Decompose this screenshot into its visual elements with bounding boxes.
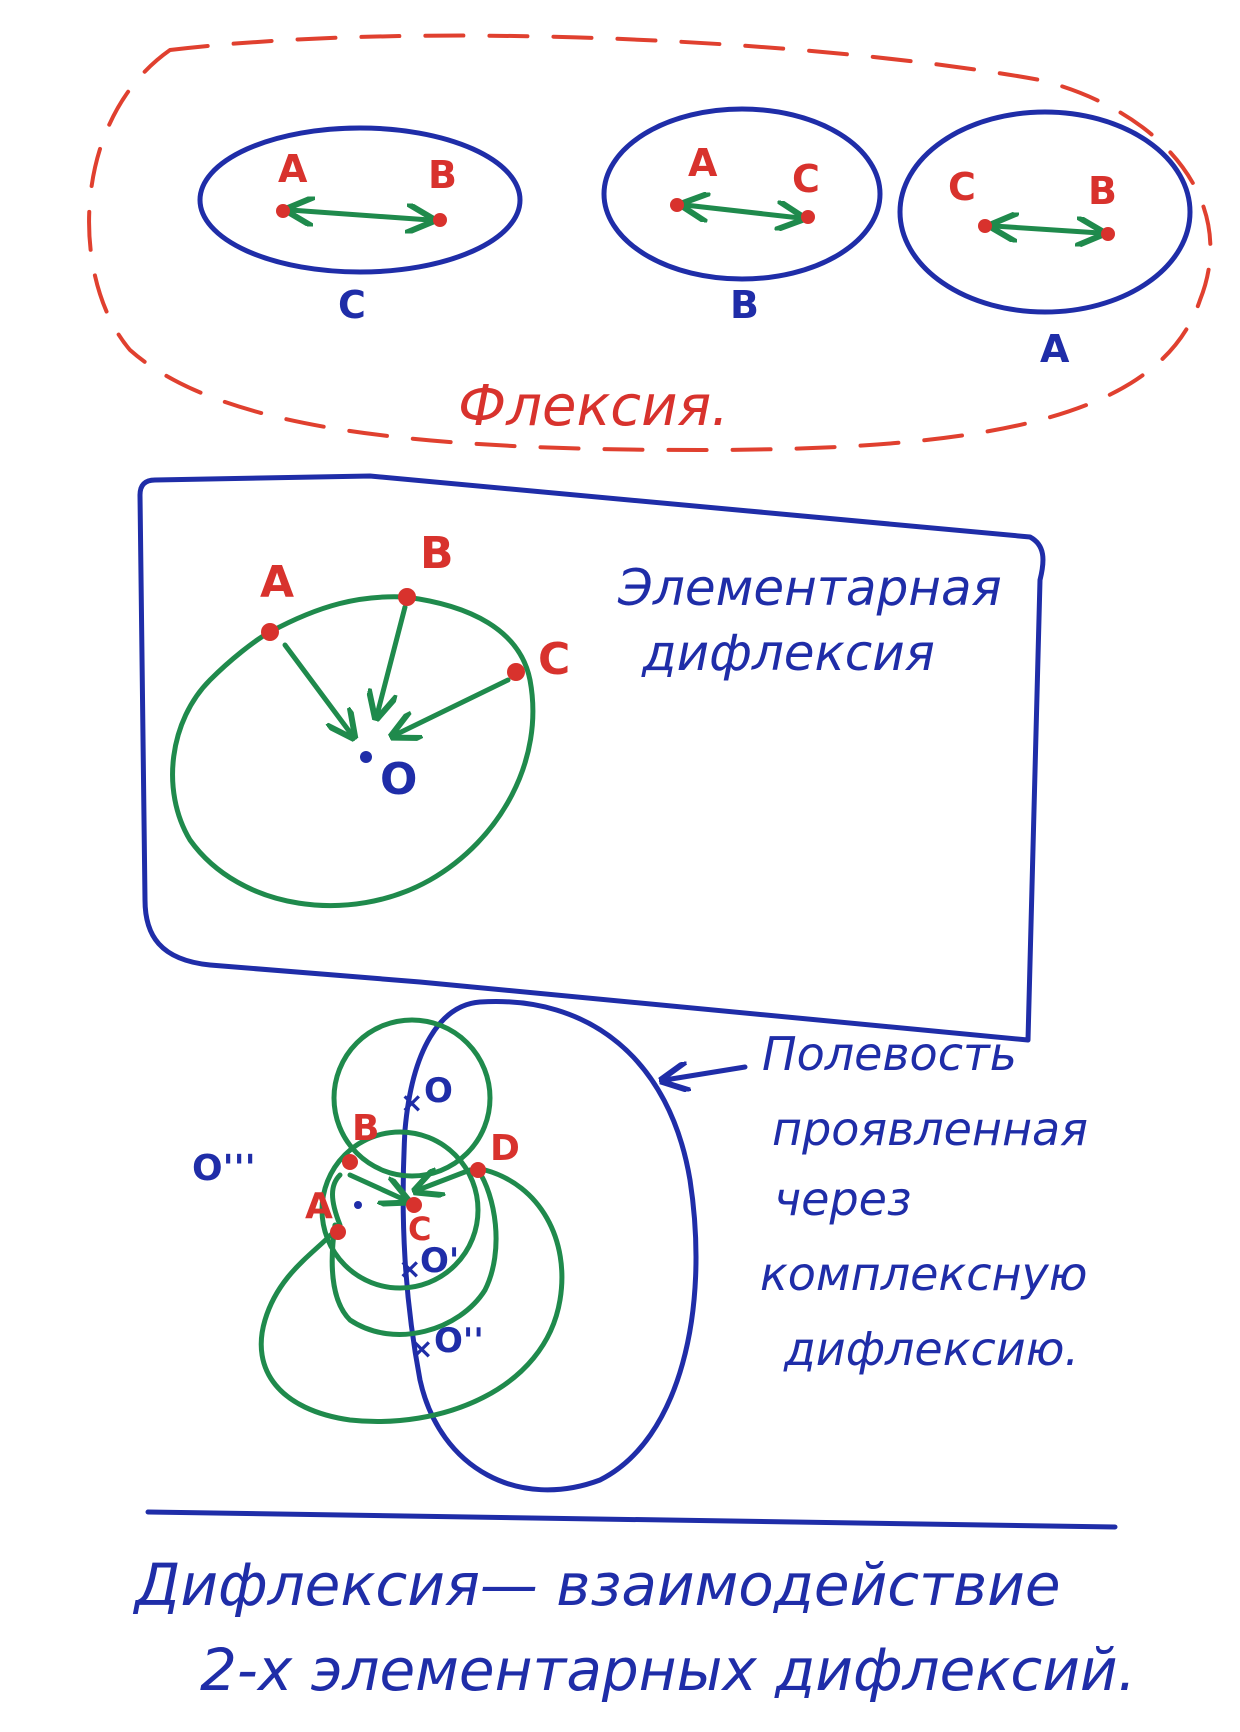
set-outer-label: B bbox=[730, 283, 759, 327]
elementary-circle bbox=[170, 594, 536, 908]
center-dot bbox=[354, 1201, 362, 1209]
elementary-section: A B C O Элементарная дифлексия bbox=[137, 473, 1046, 1043]
point-d-dot bbox=[470, 1162, 486, 1178]
point-a-dot bbox=[261, 623, 279, 641]
point-label-right: B bbox=[1088, 169, 1117, 213]
point-o-label: O bbox=[380, 754, 417, 805]
point-c-dot bbox=[507, 663, 525, 681]
point-a-label: A bbox=[305, 1186, 333, 1227]
point-b-label: B bbox=[420, 528, 454, 579]
double-arrow bbox=[994, 226, 1100, 233]
point-b-dot bbox=[342, 1154, 358, 1170]
definition-section: Дифлексия— взаимодействие 2-х элементарн… bbox=[132, 1551, 1136, 1704]
point-dot bbox=[433, 213, 447, 227]
point-label-left: A bbox=[278, 147, 308, 191]
flexion-set-2: A C B bbox=[601, 106, 883, 327]
point-o-dot bbox=[360, 751, 372, 763]
point-c-label: C bbox=[408, 1210, 431, 1248]
point-label-left: A bbox=[688, 141, 718, 185]
center-o3-label: O''' bbox=[192, 1148, 256, 1189]
definition-line-2: 2-х элементарных дифлексий. bbox=[200, 1636, 1136, 1704]
point-dot bbox=[670, 198, 684, 212]
section-divider bbox=[145, 1509, 1118, 1530]
point-a-label: A bbox=[260, 557, 294, 608]
flexion-title: Флексия. bbox=[458, 374, 729, 439]
set-outer-label: A bbox=[1040, 327, 1070, 371]
point-dot bbox=[1101, 227, 1115, 241]
green-loop-large bbox=[258, 1167, 565, 1424]
point-c-dot bbox=[406, 1197, 422, 1213]
arrow-d-to-center bbox=[418, 1170, 473, 1190]
point-b-label: B bbox=[352, 1108, 379, 1149]
field-pointer-arrow bbox=[665, 1067, 748, 1080]
point-label-right: C bbox=[792, 157, 820, 201]
double-arrow bbox=[685, 205, 800, 218]
definition-line-1: Дифлексия— взаимодействие bbox=[132, 1551, 1061, 1619]
center-o2-label: O'' bbox=[434, 1321, 484, 1361]
set-outer-label: C bbox=[338, 283, 366, 327]
flexion-dashed-boundary bbox=[87, 33, 1213, 453]
point-dot bbox=[978, 219, 992, 233]
flexion-section: A B C A C B C B A Флексия. bbox=[87, 33, 1213, 453]
point-dot bbox=[801, 210, 815, 224]
elementary-title-line2: дифлексия bbox=[641, 624, 935, 682]
arrow-a-to-center bbox=[347, 1172, 405, 1200]
note-line-4: комплексную bbox=[760, 1247, 1088, 1301]
point-label-left: C bbox=[948, 165, 976, 209]
note-line-2: проявленная bbox=[772, 1102, 1088, 1156]
arrow-a-to-o bbox=[282, 642, 352, 735]
note-line-1: Полевость bbox=[762, 1027, 1017, 1081]
note-line-3: через bbox=[774, 1172, 911, 1226]
arrow-c-to-o bbox=[395, 677, 511, 735]
center-o-mark: × bbox=[400, 1086, 423, 1119]
elementary-title-line1: Элементарная bbox=[617, 559, 1002, 617]
center-o2-mark: × bbox=[410, 1332, 433, 1365]
double-arrow bbox=[290, 210, 430, 220]
green-circle-o1 bbox=[319, 1129, 481, 1291]
arrow-b-to-o bbox=[377, 604, 408, 715]
flexion-set-1: A B C bbox=[197, 125, 523, 327]
set-ellipse bbox=[601, 106, 883, 282]
point-a-dot bbox=[330, 1224, 346, 1240]
point-d-label: D bbox=[490, 1128, 520, 1169]
complex-section: B A C D × O × O' × O'' O''' Полевость пр… bbox=[192, 998, 1088, 1493]
elementary-frame bbox=[137, 473, 1046, 1043]
green-loop-d bbox=[329, 1167, 499, 1337]
point-b-dot bbox=[398, 588, 416, 606]
center-o1-mark: × bbox=[398, 1252, 421, 1285]
note-line-5: дифлексию. bbox=[783, 1322, 1079, 1376]
center-o1-label: O' bbox=[420, 1241, 459, 1281]
point-dot bbox=[276, 204, 290, 218]
center-o-label: O bbox=[424, 1071, 453, 1111]
set-ellipse bbox=[197, 125, 523, 275]
point-c-label: C bbox=[538, 634, 570, 685]
point-label-right: B bbox=[428, 153, 457, 197]
set-ellipse bbox=[897, 109, 1193, 315]
flexion-set-3: C B A bbox=[897, 109, 1193, 371]
